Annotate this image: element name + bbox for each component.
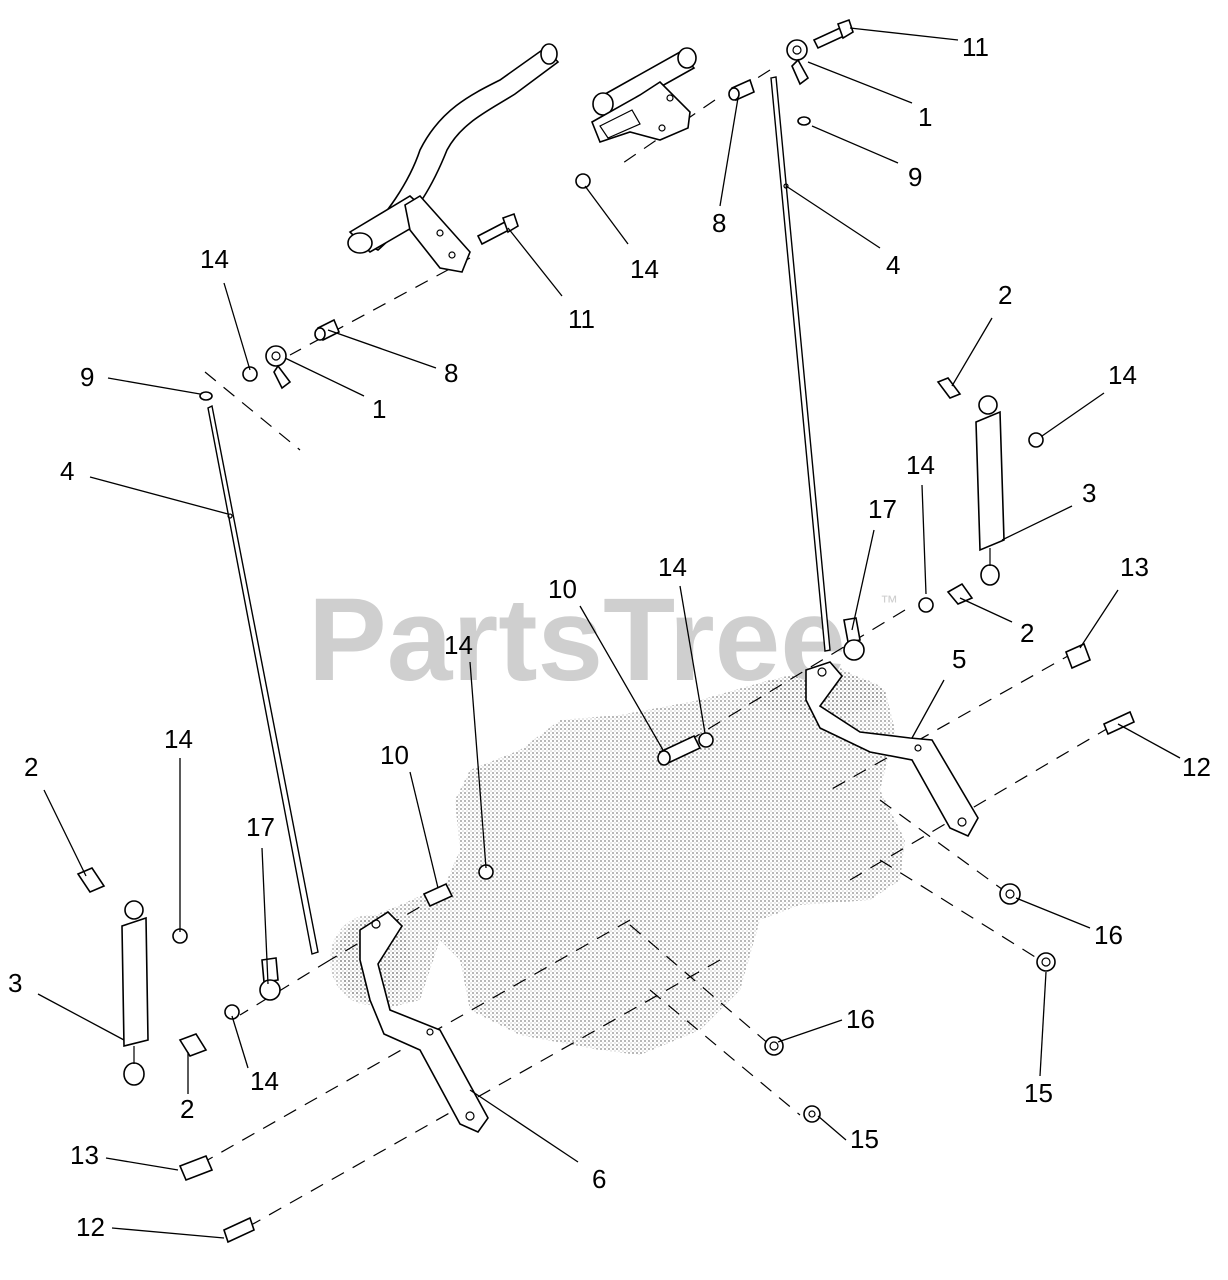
callout-number: 16 [1094,920,1123,950]
callout-number: 17 [868,494,897,524]
damper-3 [121,395,1005,1086]
callout-number: 12 [1182,752,1211,782]
callout-number: 5 [952,644,966,674]
bell-crank-6 [359,910,489,1133]
callout-number: 14 [444,630,473,660]
callout-leader [679,585,706,734]
callout-leader [921,484,927,595]
callout-leader [107,377,201,395]
bolt-13 [178,642,1092,1182]
callout-leader [89,476,229,515]
callout-number: 8 [444,358,458,388]
bolt-12 [223,710,1136,1244]
callout-number: 2 [180,1094,194,1124]
callout-number: 4 [886,250,900,280]
callout-number: 3 [1082,478,1096,508]
callout-leader [284,357,365,397]
flange-nut-16 [764,883,1021,1056]
callout-leader [469,661,487,869]
callout-leader [223,282,251,371]
lock-nut-15 [803,952,1056,1123]
callout-number: 2 [998,280,1012,310]
callout-leader [1001,505,1073,541]
callout-leader [851,529,875,631]
callout-leader [1039,971,1047,1077]
callout-number: 14 [250,1066,279,1096]
control-rod-4 [207,76,831,955]
callout-leader [231,1015,249,1069]
callout-number: 13 [70,1140,99,1170]
callout-number: 14 [164,724,193,754]
callout-leader [811,125,899,164]
washer-9 [199,116,811,401]
callout-number: 2 [24,752,38,782]
callout-leader [507,227,563,297]
callout-number: 15 [850,1124,879,1154]
callout-number: 10 [380,740,409,770]
left-control-lever [347,43,560,273]
callout-number: 1 [372,394,386,424]
callout-leader [37,993,125,1041]
callout-number: 14 [1108,360,1137,390]
callout-number: 9 [908,162,922,192]
callout-leader [1117,723,1181,759]
callout-leader [111,1227,225,1239]
callout-leader [849,27,959,41]
ball-joint-17 [259,617,865,1001]
callout-leader [959,597,1013,623]
callout-leader [469,1089,579,1163]
callout-leader [1079,589,1119,649]
callout-number: 2 [1020,618,1034,648]
callout-leader [584,185,629,245]
callout-leader [807,61,913,104]
callout-number: 13 [1120,552,1149,582]
callout-number: 15 [1024,1078,1053,1108]
right-control-lever [590,47,697,143]
callout-number: 10 [548,574,577,604]
callout-number: 11 [568,304,595,334]
pin-10 [422,734,702,908]
callout-number: 4 [60,456,74,486]
callout-number: 9 [80,362,94,392]
callout-number: 14 [906,450,935,480]
callout-leader [817,1115,847,1141]
callout-number: 14 [630,254,659,284]
callout-leader [1015,897,1091,929]
bell-crank-5 [805,661,979,838]
callout-leader [719,97,739,207]
callout-number: 12 [76,1212,105,1242]
rod-end-1 [265,39,810,390]
callout-leader [777,1019,843,1043]
callout-leader [911,679,945,739]
callout-number: 17 [246,812,275,842]
trademark-mark: ™ [880,592,898,612]
callout-number: 1 [918,102,932,132]
callout-number: 6 [592,1164,606,1194]
callout-number: 14 [200,244,229,274]
callout-number: 16 [846,1004,875,1034]
callout-number: 8 [712,208,726,238]
callout-leader [579,605,664,751]
callout-number: 3 [8,968,22,998]
callout-leader [327,329,437,369]
callout-leader [261,847,269,985]
callout-leader [785,185,881,249]
watermark: PartsTree [308,574,846,706]
callout-leader [43,789,87,877]
callout-leader [409,771,439,889]
callout-leader [105,1157,179,1171]
callout-leader [951,317,993,387]
nut-14 [172,173,1044,1020]
callout-leader [1041,392,1105,437]
callout-number: 14 [658,552,687,582]
callout-number: 11 [962,32,989,62]
